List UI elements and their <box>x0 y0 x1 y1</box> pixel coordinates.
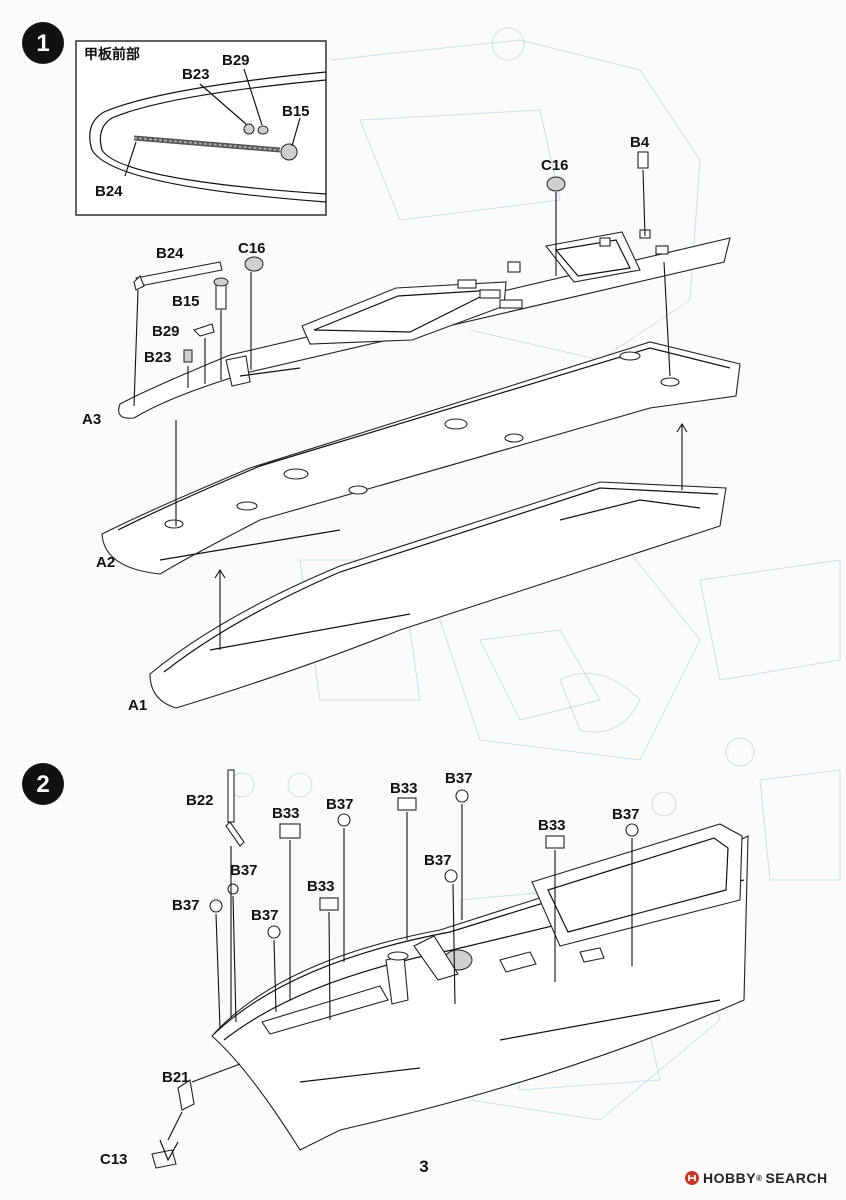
step2-number: 2 <box>36 771 49 798</box>
label-b37-a: B37 <box>326 796 354 813</box>
label-b37-e: B37 <box>172 897 200 914</box>
step2-badge: 2 <box>22 763 64 805</box>
label-c16: C16 <box>238 240 266 257</box>
step2-guides <box>167 804 633 1141</box>
deck-a3 <box>118 229 731 419</box>
hobby-search-watermark: HOBBY ® SEARCH <box>684 1170 828 1186</box>
label-b37-b: B37 <box>445 770 473 787</box>
label-b37-d: B37 <box>424 852 452 869</box>
label-b33-a: B33 <box>272 805 300 822</box>
watermark-registered: ® <box>756 1173 763 1183</box>
label-b33-b: B33 <box>390 780 418 797</box>
label-b23: B23 <box>144 349 172 366</box>
watermark-brand-main: HOBBY <box>703 1170 757 1186</box>
inset-label-b29: B29 <box>222 52 250 69</box>
inset-title: 甲板前部 <box>84 46 140 63</box>
step1-number: 1 <box>36 30 49 57</box>
hull-a2 <box>101 341 741 575</box>
step1-parts <box>133 151 649 363</box>
step1-badge: 1 <box>22 22 64 64</box>
label-c13: C13 <box>100 1151 128 1168</box>
label-a2: A2 <box>96 554 115 571</box>
bow-hull <box>211 823 749 1151</box>
step1-inset: 甲板前部 B23 B29 B15 B24 <box>75 40 327 216</box>
watermark-brand-search: SEARCH <box>765 1170 828 1186</box>
hobby-search-logo-icon <box>685 1171 699 1185</box>
label-a3: A3 <box>82 411 101 428</box>
page-number: 3 <box>419 1157 428 1176</box>
label-b29: B29 <box>152 323 180 340</box>
inset-label-b24: B24 <box>95 183 123 200</box>
label-b33-c: B33 <box>307 878 335 895</box>
label-b22: B22 <box>186 792 214 809</box>
hull-a1 <box>149 481 727 709</box>
label-b4: B4 <box>630 134 650 151</box>
label-b15: B15 <box>172 293 200 310</box>
label-b21: B21 <box>162 1069 190 1086</box>
label-c16-top: C16 <box>541 157 569 174</box>
label-b24: B24 <box>156 245 184 262</box>
label-b33-d: B33 <box>538 817 566 834</box>
inset-label-b15: B15 <box>282 103 310 120</box>
label-b37-f: B37 <box>251 907 279 924</box>
label-a1: A1 <box>128 697 147 714</box>
label-b37-g: B37 <box>612 806 640 823</box>
step1-guides <box>133 169 688 650</box>
inset-label-b23: B23 <box>182 66 210 83</box>
label-b37-c: B37 <box>230 862 258 879</box>
